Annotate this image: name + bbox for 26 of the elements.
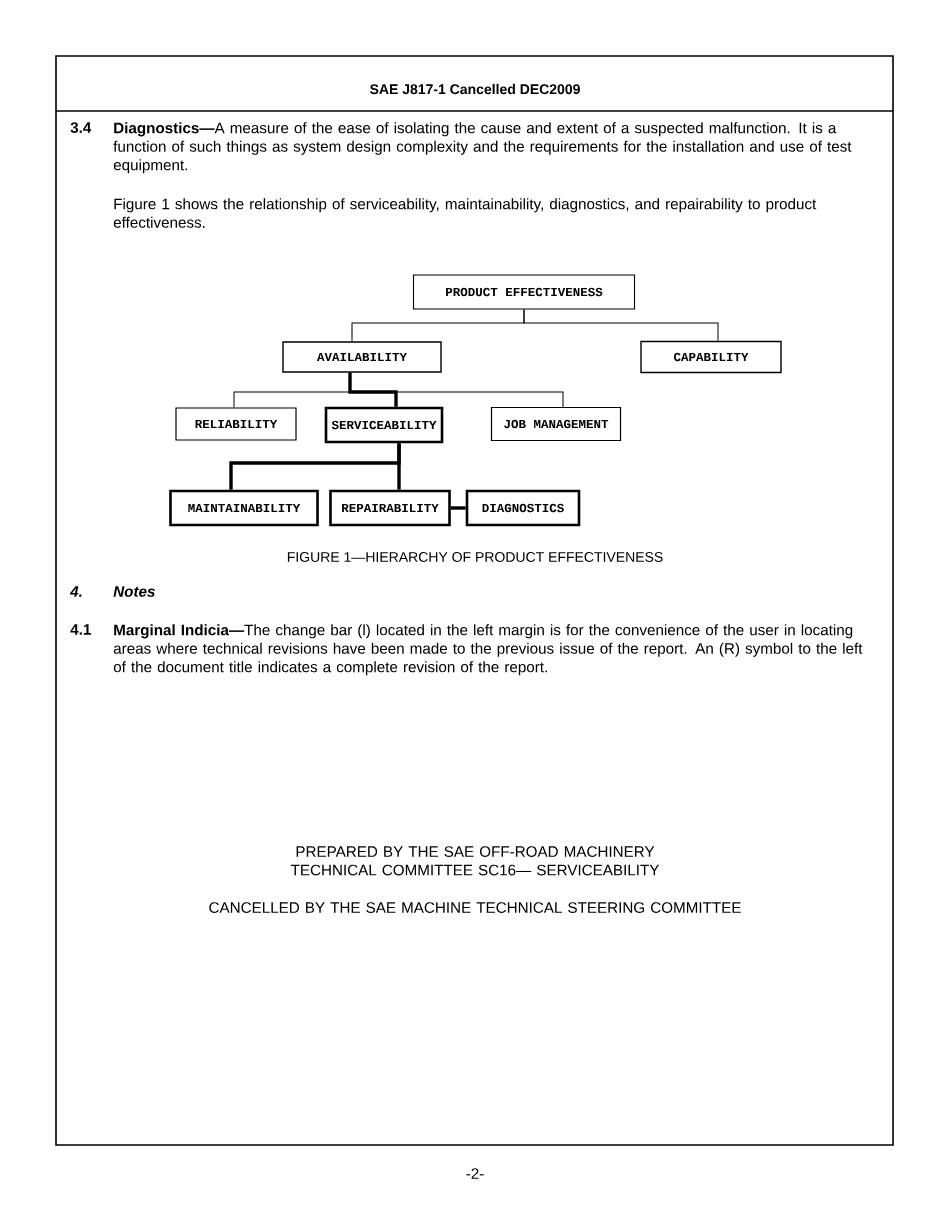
section-number: 3.4: [70, 122, 92, 133]
section-number: 4.: [69, 586, 82, 597]
hierarchy-box: RELIABILITY: [175, 407, 297, 441]
committee-note: CANCELLED BY THE SAE MACHINE TECHNICAL STEERING COMMITTEE: [209, 902, 741, 913]
hierarchy-box: CAPABILITY: [640, 340, 782, 374]
hierarchy-box: SERVICEABILITY: [324, 406, 444, 444]
connector-line: [348, 372, 398, 407]
hierarchy-box: PRODUCT EFFECTIVENESS: [412, 274, 636, 310]
connector-line: [450, 506, 466, 510]
paragraph: Marginal Indicia—The change bar (l) located in the left margin is for the convenience of the user in locating areas where technical revisions have been made to the previous issue of the report. An (R) symbol to the left of the document title indicates a complete revision of the report.: [113, 624, 863, 676]
committee-note: PREPARED BY THE SAE OFF-ROAD MACHINERY TECHNICAL COMMITTEE SC16— SERVICEABILITY: [290, 846, 660, 876]
hierarchy-box: AVAILABILITY: [282, 341, 442, 373]
section-heading: Notes: [113, 586, 155, 597]
paragraph: Figure 1 shows the relationship of serviceability, maintainability, diagnostics, and repairability to product effectiveness.: [113, 198, 817, 228]
connector-line: [397, 443, 401, 490]
paragraph: Diagnostics—A measure of the ease of isolating the cause and extent of a suspected malfunction. It is a function of such things as system design complexity and the requirements for the installation and use of test equipment.: [113, 122, 852, 174]
header-title: SAE J817-1 Cancelled DEC2009: [369, 83, 580, 95]
figure-caption: FIGURE 1—HIERARCHY OF PRODUCT EFFECTIVENESS: [287, 552, 663, 562]
hierarchy-box: REPAIRABILITY: [329, 489, 451, 527]
connector-line: [349, 372, 564, 408]
hierarchy-box: DIAGNOSTICS: [465, 489, 581, 527]
hierarchy-box: JOB MANAGEMENT: [490, 406, 622, 442]
hierarchy-box: MAINTAINABILITY: [169, 489, 319, 527]
connector-line: [523, 309, 719, 342]
section-number: 4.1: [70, 624, 91, 635]
page-number: -2-: [466, 1168, 484, 1179]
